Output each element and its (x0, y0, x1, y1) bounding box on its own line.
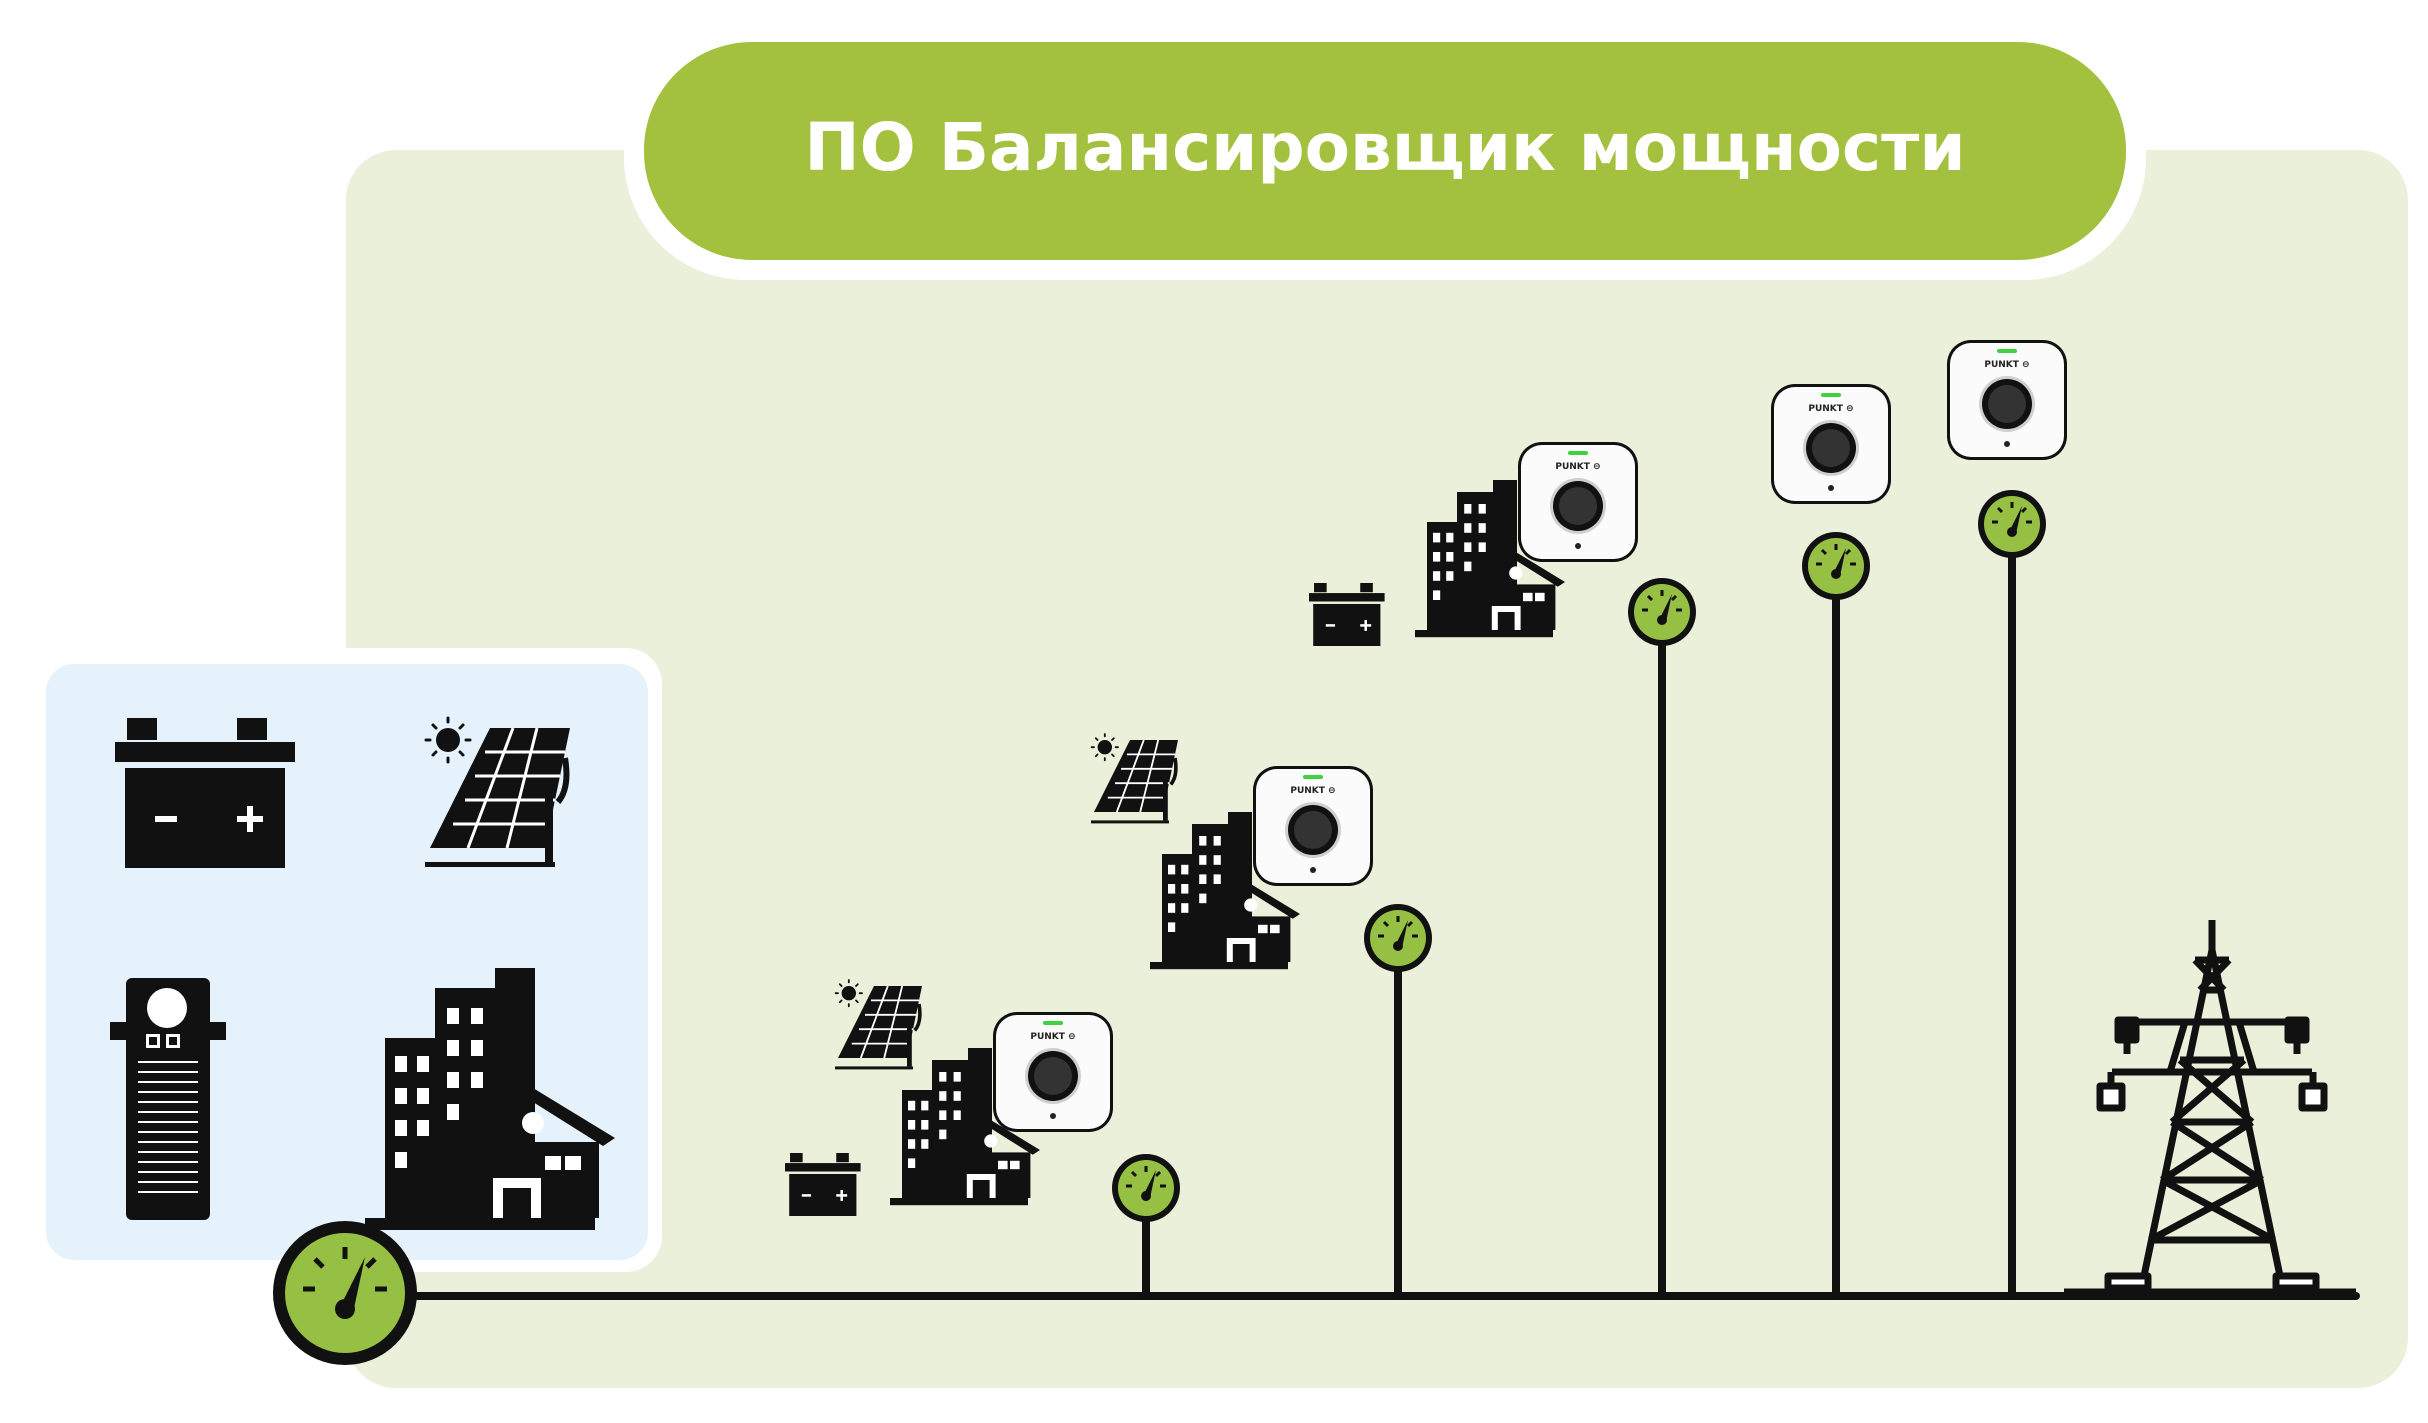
meter-icon (1800, 530, 1872, 602)
title-banner: ПО Балансировщик мощности (624, 30, 2146, 280)
legend-box (30, 648, 662, 1272)
storage-cabinet-icon (110, 978, 226, 1220)
main-meter-icon (273, 1221, 417, 1365)
meter-icon (1976, 488, 2048, 560)
page-title: ПО Балансировщик мощности (804, 109, 1965, 186)
charger-icon (1771, 384, 1891, 504)
meter-icon (1362, 902, 1434, 974)
meter-icon (1110, 1152, 1182, 1224)
meter-icon (1626, 576, 1698, 648)
meter-stems (1142, 552, 2016, 1300)
charger-icon (1518, 442, 1638, 562)
diagram-panel (346, 150, 2408, 1388)
charger-icon (993, 1012, 1113, 1132)
power-pylon-icon (2064, 920, 2356, 1296)
charger-icon (1947, 340, 2067, 460)
charger-icon (1253, 766, 1373, 886)
